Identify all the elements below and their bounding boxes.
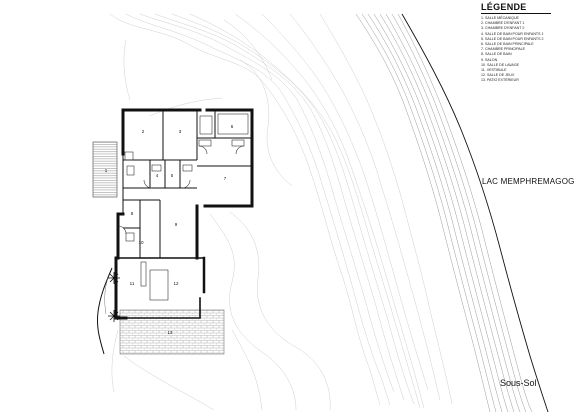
tree-symbols (108, 272, 120, 322)
legend-title: LÉGENDE (481, 2, 527, 12)
room-number-3: 3 (179, 129, 182, 134)
legend-item: 13. PATIO EXTÉRIEUR (481, 78, 519, 83)
room-number-2: 2 (142, 129, 145, 134)
legend-item: 6. SALLE DE BAIN PRINCIPALE (481, 42, 534, 47)
interior-partitions (123, 111, 252, 258)
room-number-5: 5 (171, 173, 174, 178)
room-number-1: 1 (105, 168, 108, 173)
building-walls (114, 108, 254, 320)
legend-item: 9. SALON (481, 57, 498, 62)
legend-divider (481, 13, 551, 14)
room-number-10: 10 (138, 240, 144, 245)
legend-list: 1. SALLE MÉCANIQUE 2. CHAMBRE D'ENFANT 1… (481, 16, 544, 84)
lake-shoreline (401, 13, 549, 413)
legend-item: 4. SALLE DE BAIN POUR ENFANTS 1 (481, 31, 544, 36)
legend-item: 1. SALLE MÉCANIQUE (481, 16, 519, 20)
fixtures (117, 113, 249, 301)
legend-item: 2. CHAMBRE D'ENFANT 1 (481, 21, 525, 26)
legend-item: 10. SALLE DE LAVAGE (481, 62, 520, 67)
legend-item: 7. CHAMBRE PRINCIPALE (481, 47, 526, 52)
level-label: Sous-Sol (500, 378, 537, 388)
room-number-13: 13 (167, 330, 173, 335)
room-number-6: 6 (231, 124, 234, 129)
legend-item: 5. SALLE DE BAIN POUR ENFANTS 2 (481, 36, 544, 41)
room-number-4: 4 (156, 173, 159, 178)
terrain-contours (109, 13, 453, 411)
lake-label: LAC MEMPHREMAGOG (482, 177, 575, 186)
exterior-stair (92, 141, 118, 198)
legend-item: 3. CHAMBRE D'ENFANT 2 (481, 26, 525, 31)
terrain-edge (97, 267, 113, 355)
room-number-12: 12 (173, 281, 179, 286)
room-number-7: 7 (224, 176, 227, 181)
room-number-11: 11 (130, 281, 135, 286)
legend-item: 8. SALLE DE BAIN (481, 52, 512, 57)
legend-item: 11. VESTIBULE (481, 68, 507, 73)
room-numbers: 1 2 3 4 5 6 7 8 9 10 11 12 13 (105, 124, 234, 335)
room-number-9: 9 (175, 222, 178, 227)
legend-item: 12. SALLE DE JEUX (481, 73, 515, 78)
shoreline-contours (355, 13, 533, 413)
room-number-8: 8 (131, 211, 134, 216)
